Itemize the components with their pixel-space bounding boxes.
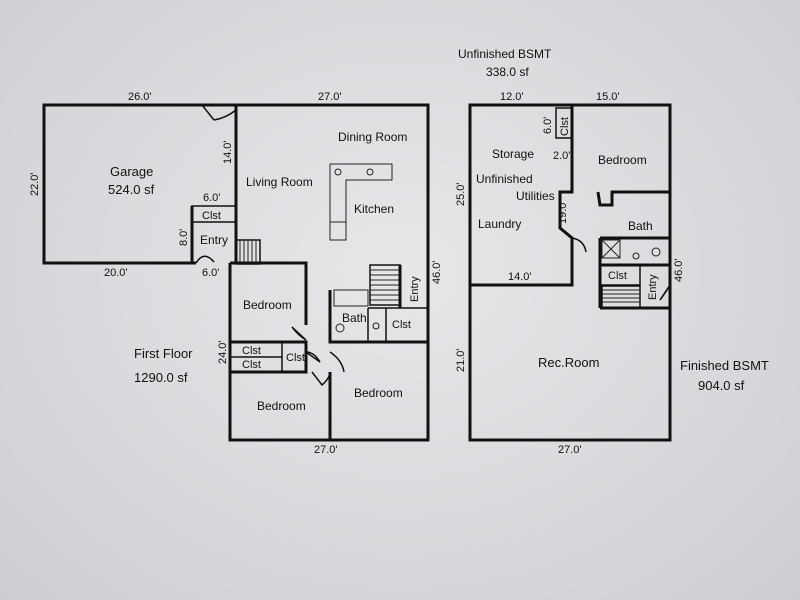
basement-closet-label: Clst xyxy=(608,270,627,282)
small-closet-label: Clst xyxy=(559,117,571,136)
dim-house-right: 46.0' xyxy=(431,260,443,284)
first-floor-caption: First Floor xyxy=(134,346,193,361)
left-closets-walls xyxy=(230,340,308,374)
unfinished-bsmt-area: 338.0 sf xyxy=(486,65,529,79)
bath-label: Bath xyxy=(342,311,367,325)
closet-1-label: Clst xyxy=(242,345,261,357)
unfinished-bsmt-caption: Unfinished BSMT xyxy=(458,47,552,61)
basement-door-arc xyxy=(571,237,587,253)
bedroom-c-door-arc xyxy=(329,351,345,373)
bath-walls xyxy=(328,290,428,344)
bathtub xyxy=(333,289,369,307)
living-room-label: Living Room xyxy=(246,175,313,189)
sink-bowl xyxy=(366,168,374,176)
dim-entry-width: 6.0' xyxy=(202,267,219,279)
basement-bath-label: Bath xyxy=(628,219,653,233)
rec-room-label: Rec.Room xyxy=(538,355,599,370)
bath-sink xyxy=(372,322,380,330)
first-floor-plan: Garage 524.0 sf Living Room Dining Room … xyxy=(29,91,443,456)
dim-bsmt-left: 25.0' xyxy=(455,182,467,206)
garage-door-swing-top xyxy=(201,104,215,121)
bath-closet-label: Clst xyxy=(392,319,411,331)
shower xyxy=(601,239,621,259)
small-closet-box xyxy=(555,107,573,139)
dining-room-label: Dining Room xyxy=(338,130,407,144)
dim-garage-left: 22.0' xyxy=(29,172,41,196)
dim-closet-width: 6.0' xyxy=(203,192,220,204)
house-walls xyxy=(228,103,430,442)
entry-door-arc xyxy=(195,255,215,264)
bedroom-b-label: Bedroom xyxy=(257,399,306,413)
dim-garage-top: 26.0' xyxy=(128,91,152,103)
kitchen-island xyxy=(329,221,347,241)
dim-bsmt-small-vert: 6.0' xyxy=(542,117,554,134)
dim-bsmt-inner-vert: 19.0' xyxy=(557,200,569,224)
closet-3-label: Clst xyxy=(286,352,305,364)
dim-house-top: 27.0' xyxy=(318,91,342,103)
first-floor-area: 1290.0 sf xyxy=(134,370,188,385)
basement-outline xyxy=(468,103,672,442)
garage-label: Garage xyxy=(110,164,153,179)
entry-vertical-label: Entry xyxy=(409,276,421,302)
dim-house-left: 24.0' xyxy=(217,340,229,364)
basement-toilet xyxy=(651,247,661,257)
basement-sink xyxy=(632,252,640,260)
dim-bsmt-right: 46.0' xyxy=(673,258,685,282)
unfinished-label: Unfinished xyxy=(476,172,533,186)
stove-burner xyxy=(334,168,342,176)
finished-bsmt-area: 904.0 sf xyxy=(698,378,745,393)
kitchen-label: Kitchen xyxy=(354,202,394,216)
bedroom-c-label: Bedroom xyxy=(354,386,403,400)
hall-door-arc-1 xyxy=(305,351,321,363)
finished-bsmt-caption: Finished BSMT xyxy=(680,358,769,373)
basement-stairs xyxy=(601,285,641,309)
garage-area: 524.0 sf xyxy=(108,182,155,197)
dim-bsmt-small-horz: 2.0' xyxy=(553,150,570,162)
utilities-label: Utilities xyxy=(516,189,555,203)
dim-entry-height: 8.0' xyxy=(178,229,190,246)
first-floor-stairs-right xyxy=(369,264,401,306)
basement-plan: Unfinished BSMT 338.0 sf Storage Unfinis… xyxy=(455,47,769,456)
closet-2-label: Clst xyxy=(242,359,261,371)
entry-closet-label: Clst xyxy=(202,210,221,222)
toilet xyxy=(335,323,345,333)
garage-door-arc xyxy=(213,109,237,121)
bedroom-b-door-arc xyxy=(311,371,331,387)
first-floor-stairs-left xyxy=(235,239,261,265)
shower-x2 xyxy=(601,239,621,259)
storage-label: Storage xyxy=(492,147,534,161)
dim-bsmt-bottom: 27.0' xyxy=(558,444,582,456)
basement-entry-label: Entry xyxy=(647,274,659,300)
basement-bedroom-walls xyxy=(596,190,670,207)
entry-label: Entry xyxy=(200,233,228,247)
dim-house-bottom: 27.0' xyxy=(314,444,338,456)
bedroom-a-walls xyxy=(230,261,308,325)
unfinished-walls xyxy=(470,105,574,287)
basement-bath-door-arc xyxy=(659,284,671,301)
dim-garage-bottom: 20.0' xyxy=(104,267,128,279)
dim-bsmt-top-right: 15.0' xyxy=(596,91,620,103)
basement-bedroom-label: Bedroom xyxy=(598,153,647,167)
laundry-label: Laundry xyxy=(478,217,521,231)
dim-bsmt-laundry-bottom: 14.0' xyxy=(508,271,532,283)
garage-walls xyxy=(42,103,202,265)
dim-bsmt-rec-left: 21.0' xyxy=(455,348,467,372)
dim-bsmt-top-left: 12.0' xyxy=(500,91,524,103)
bedroom-a-label: Bedroom xyxy=(243,298,292,312)
dim-garage-wall: 14.0' xyxy=(222,140,234,164)
bedroom-a-door-arc xyxy=(291,326,307,341)
